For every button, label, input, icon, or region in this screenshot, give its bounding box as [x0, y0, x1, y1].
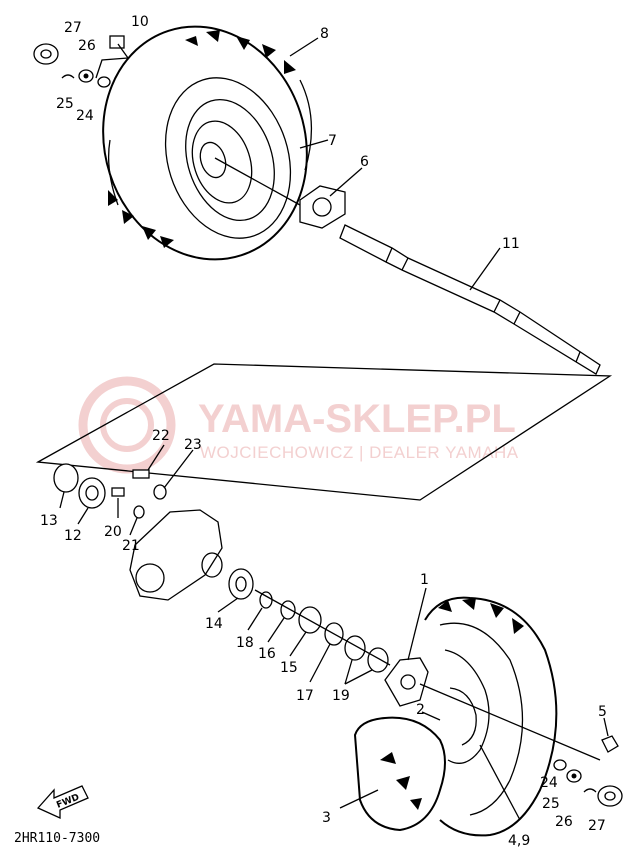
- leader-lines: [59, 37, 609, 821]
- bottom-small-parts: [553, 735, 623, 807]
- bolt-22: [132, 469, 150, 479]
- callout-26-bot: 26: [555, 814, 573, 830]
- callout-16: 16: [258, 646, 276, 662]
- callout-25-bot: 25: [542, 796, 560, 812]
- watermark-subtitle: WOJCIECHOWICZ | DEALER YAMAHA: [200, 443, 519, 462]
- spacer-16: [280, 600, 296, 620]
- washer-23: [153, 484, 167, 500]
- callout-labels: 27 10 26 8 25 24 7 6 11 22 23 13 12 20 2…: [40, 14, 607, 849]
- callout-14: 14: [205, 616, 223, 632]
- callout-20: 20: [104, 524, 122, 540]
- callout-26-top: 26: [78, 38, 96, 54]
- callout-27-bot: 27: [588, 818, 606, 834]
- callout-18: 18: [236, 635, 254, 651]
- top-small-parts: [33, 35, 130, 88]
- rear-axle-shaft: [339, 224, 601, 375]
- assembly-box: [35, 363, 613, 501]
- brake-housing: [129, 509, 223, 601]
- callout-10: 10: [131, 14, 149, 30]
- callout-13: 13: [40, 513, 58, 529]
- callout-11: 11: [502, 236, 520, 252]
- callout-12: 12: [64, 528, 82, 544]
- diagram-code: 2HR110-7300: [14, 831, 100, 846]
- callout-23: 23: [184, 437, 202, 453]
- seal-19a: [344, 635, 366, 661]
- callout-15: 15: [280, 660, 298, 676]
- callout-5: 5: [598, 704, 607, 720]
- callout-1: 1: [420, 572, 429, 588]
- callout-22: 22: [152, 428, 170, 444]
- callout-17: 17: [296, 688, 314, 704]
- bearing-14: [228, 568, 254, 600]
- callout-21: 21: [122, 538, 140, 554]
- top-hub: [214, 157, 346, 229]
- fwd-arrow-icon: [36, 785, 89, 820]
- washer-21: [133, 505, 145, 519]
- bearing-12: [78, 477, 106, 509]
- seal-13: [53, 463, 79, 493]
- callout-8: 8: [320, 26, 329, 42]
- callout-6: 6: [360, 154, 369, 170]
- callout-4-9: 4,9: [508, 833, 530, 849]
- callout-27-top: 27: [64, 20, 82, 36]
- seal-19b: [367, 647, 389, 673]
- bottom-hub: [384, 657, 601, 761]
- callout-19: 19: [332, 688, 350, 704]
- callout-24-top: 24: [76, 108, 94, 124]
- watermark-logo: [78, 376, 176, 474]
- watermark-brand: YAMA-SKLEP.PL: [198, 397, 516, 441]
- callout-24-bot: 24: [540, 775, 558, 791]
- callout-3: 3: [322, 810, 331, 826]
- bottom-tire: [353, 596, 558, 837]
- callout-2: 2: [416, 702, 425, 718]
- callout-7: 7: [328, 133, 337, 149]
- callout-25-top: 25: [56, 96, 74, 112]
- bolt-20: [111, 487, 125, 497]
- top-tire: [102, 25, 313, 261]
